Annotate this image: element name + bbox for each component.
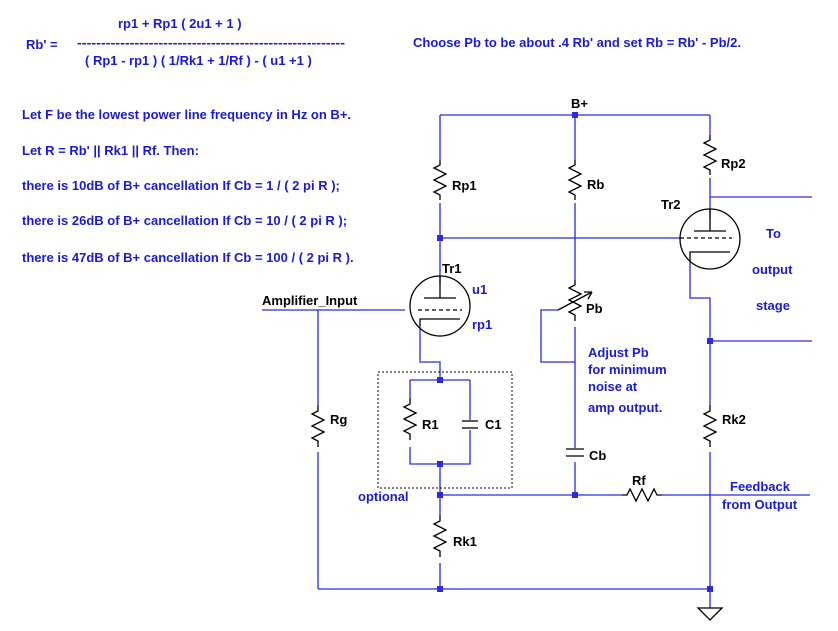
feedback-line-2: from Output	[722, 497, 798, 512]
label-rb: Rb	[587, 177, 604, 192]
instruction-text: Choose Pb to be about .4 Rb' and set Rb …	[413, 35, 741, 50]
resistor-rk2	[702, 405, 718, 447]
resistor-rf	[622, 487, 662, 503]
formula-fraction-bar: ----------------------------------------…	[77, 35, 345, 50]
optional-box	[377, 371, 513, 489]
note-line-1: Let F be the lowest power line frequency…	[22, 107, 351, 122]
label-u1: u1	[472, 282, 487, 297]
label-tr1: Tr1	[442, 261, 462, 276]
label-rg: Rg	[330, 412, 347, 427]
resistor-rk1	[432, 515, 448, 557]
to-output-line-3: stage	[756, 298, 790, 313]
label-rk2: Rk2	[722, 412, 746, 427]
label-c1: C1	[485, 417, 502, 432]
label-amplifier-input: Amplifier_Input	[262, 293, 358, 308]
label-cb: Cb	[589, 448, 606, 463]
adjust-note-line-3: noise at	[588, 379, 638, 394]
label-bplus: B+	[571, 96, 588, 111]
resistor-rp1	[432, 160, 448, 200]
label-rp1: Rp1	[452, 178, 477, 193]
circuit-wires	[262, 114, 812, 608]
note-line-3: there is 10dB of B+ cancellation If Cb =…	[22, 178, 340, 193]
formula-denominator: ( Rp1 - rp1 ) ( 1/Rk1 + 1/Rf ) - ( u1 +1…	[85, 53, 312, 68]
adjust-note-line-1: Adjust Pb	[588, 345, 649, 360]
label-rf: Rf	[632, 473, 646, 488]
label-rp1-small: rp1	[472, 317, 492, 332]
adjust-note-line-2: for minimum	[588, 362, 667, 377]
resistor-rp2	[702, 135, 718, 175]
label-r1: R1	[422, 417, 439, 432]
label-tr2: Tr2	[661, 197, 681, 212]
formula-lhs: Rb' =	[26, 37, 58, 52]
ground-symbol	[696, 607, 724, 621]
feedback-line-1: Feedback	[730, 479, 791, 494]
tube-tr2	[679, 208, 741, 270]
resistor-r1	[402, 398, 418, 440]
junction-dots	[437, 112, 713, 592]
resistor-rg	[310, 405, 326, 447]
to-output-line-1: To	[766, 226, 781, 241]
tube-tr1	[409, 275, 471, 337]
note-line-2: Let R = Rb' || Rk1 || Rf. Then:	[22, 143, 199, 158]
label-optional: optional	[358, 489, 409, 504]
to-output-line-2: output	[752, 262, 793, 277]
resistor-rb	[567, 160, 583, 200]
label-rp2: Rp2	[721, 156, 746, 171]
adjust-note-line-4: amp output.	[588, 400, 662, 415]
label-pb: Pb	[586, 301, 603, 316]
note-line-4: there is 26dB of B+ cancellation If Cb =…	[22, 213, 347, 228]
capacitor-cb	[566, 448, 584, 457]
formula-numerator: rp1 + Rp1 ( 2u1 + 1 )	[118, 16, 242, 31]
potentiometer-pb	[557, 280, 593, 321]
label-rk1: Rk1	[453, 534, 477, 549]
note-line-5: there is 47dB of B+ cancellation If Cb =…	[22, 250, 354, 265]
capacitor-c1	[462, 420, 478, 429]
